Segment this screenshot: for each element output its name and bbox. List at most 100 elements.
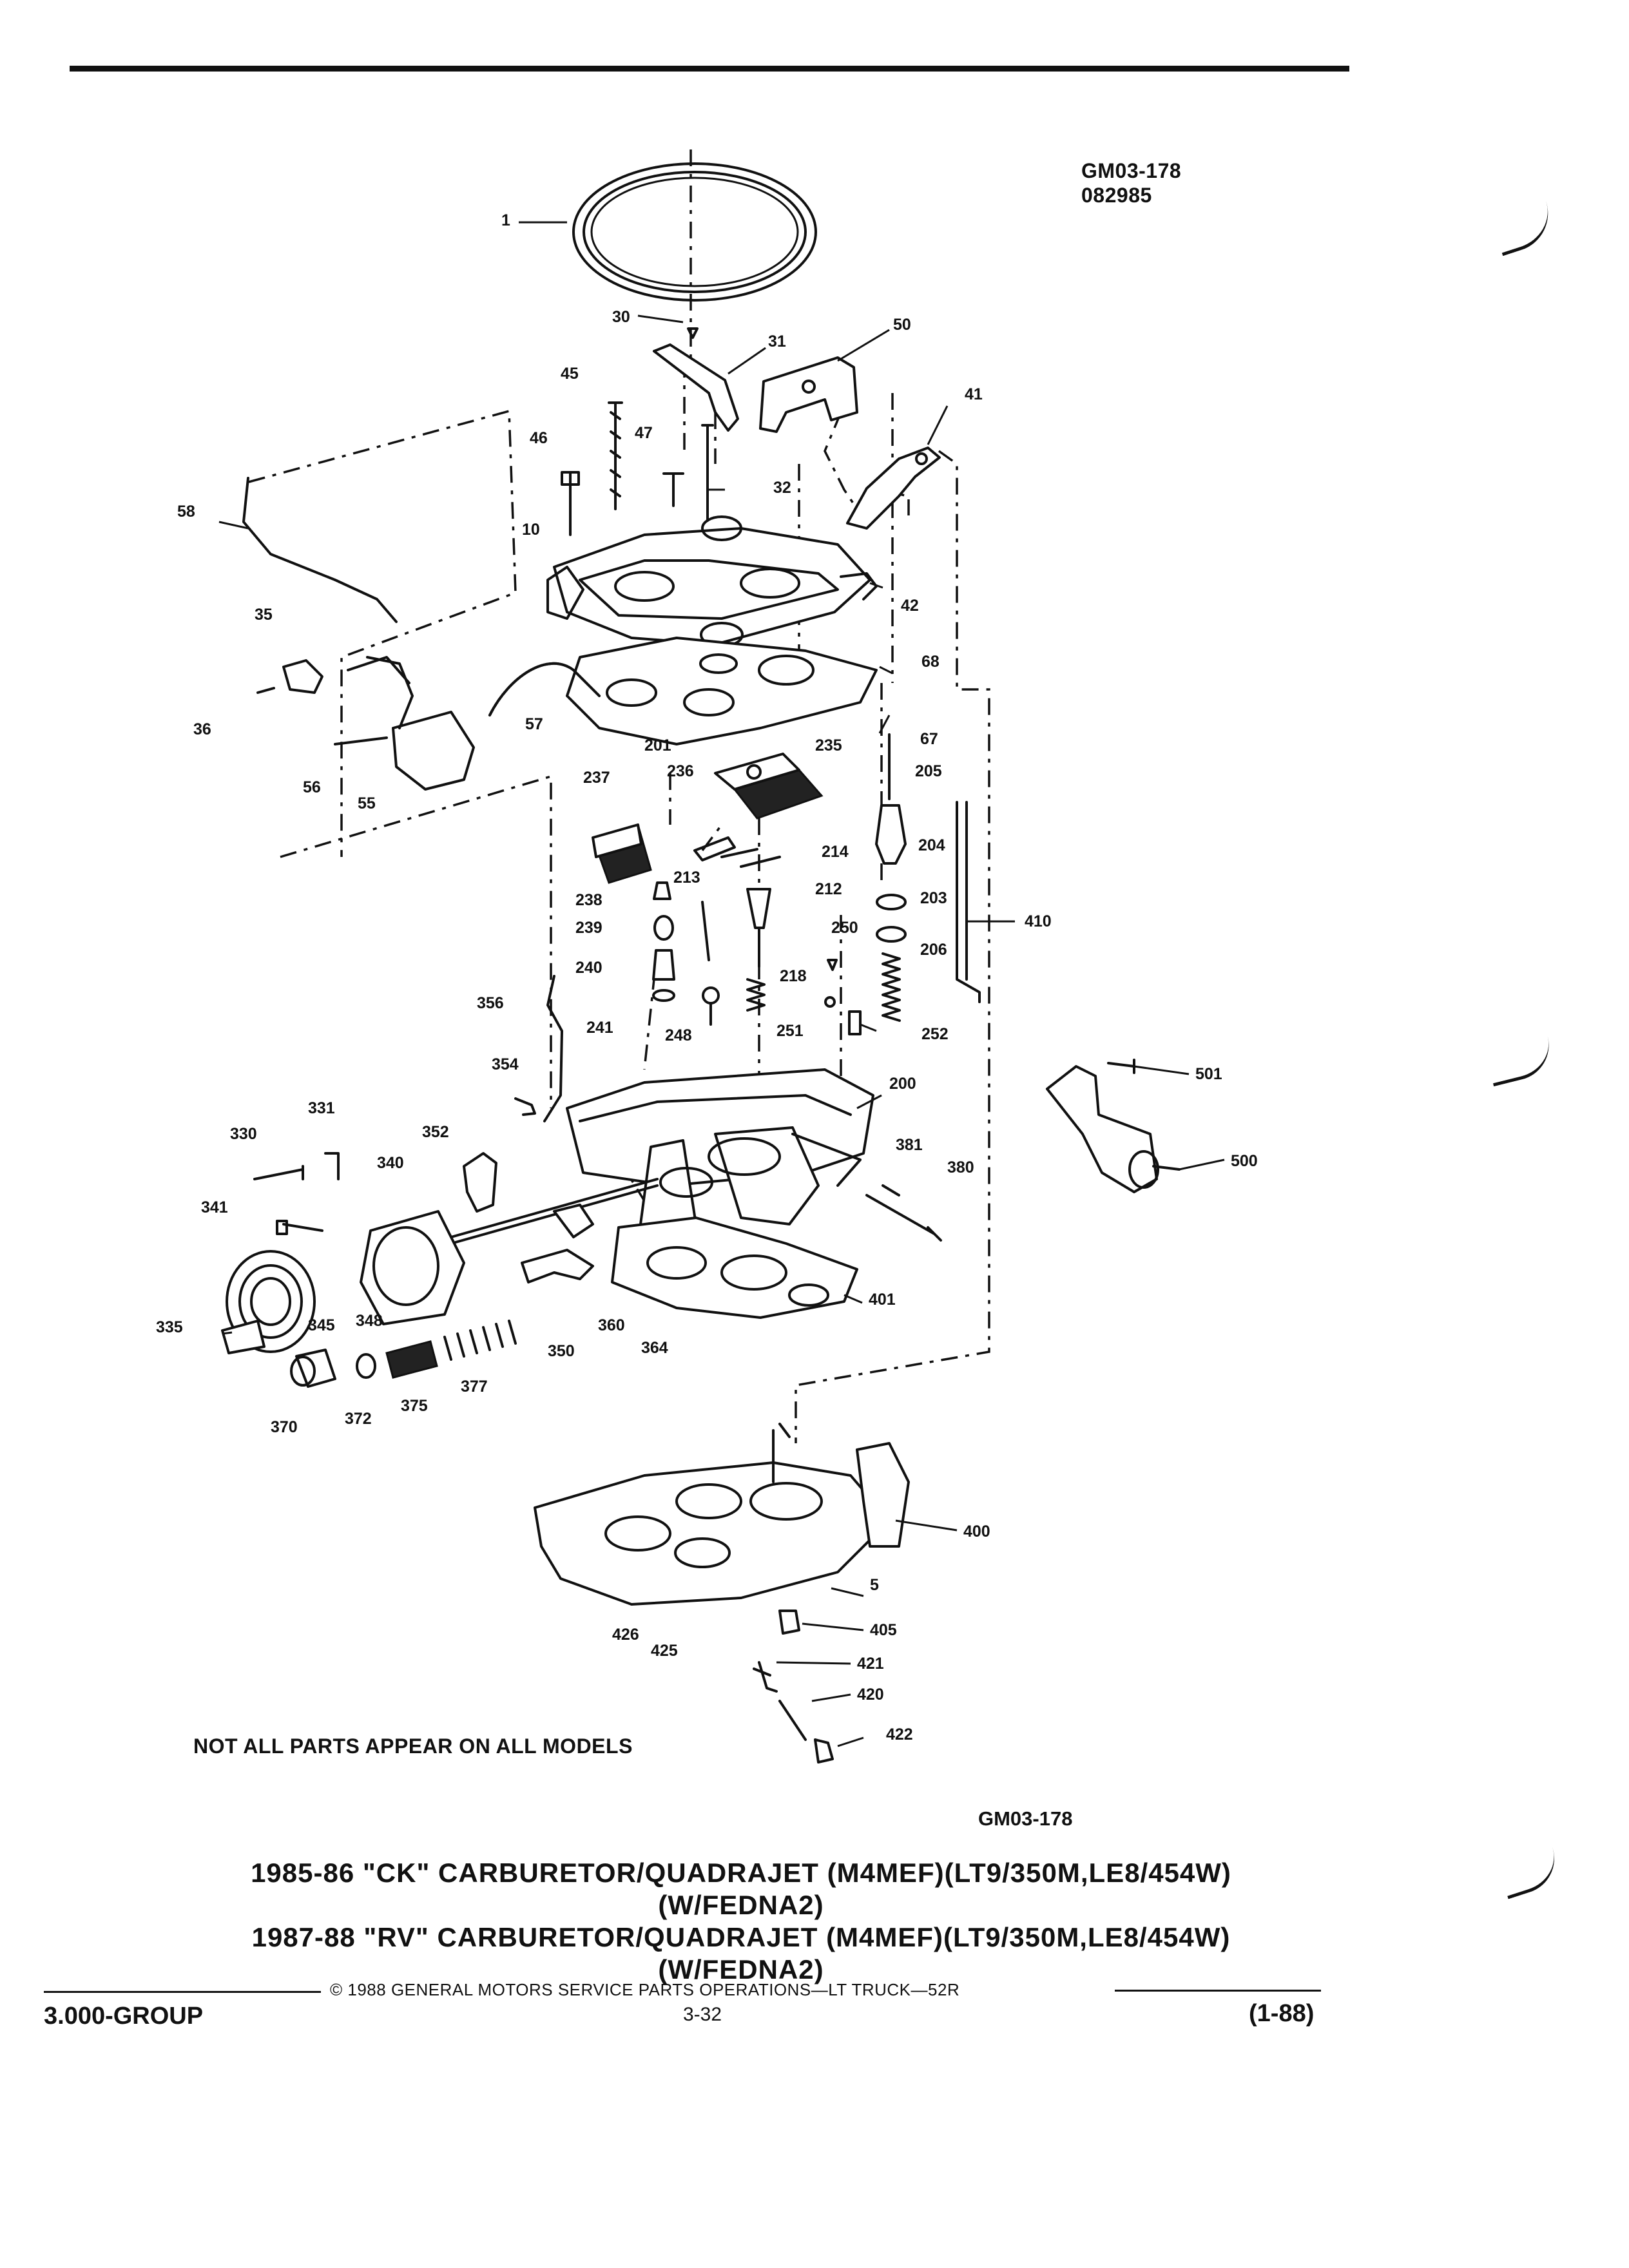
part-500-solenoid (1046, 1065, 1181, 1193)
callout: 405 (870, 1621, 897, 1639)
part-206-spring (882, 952, 901, 1022)
part-375-filter (385, 1340, 438, 1379)
figure-id-bottom: GM03-178 (978, 1807, 1073, 1830)
callout: 354 (492, 1055, 519, 1073)
callout: 46 (530, 429, 548, 447)
callout: 204 (918, 836, 945, 854)
callout: 425 (651, 1642, 678, 1660)
part-236-clip (693, 836, 736, 861)
callout: 30 (612, 308, 630, 326)
callout: 203 (920, 889, 947, 907)
callout: 50 (893, 316, 911, 334)
part-501-screw (1107, 1059, 1135, 1074)
callout: 56 (303, 778, 321, 796)
callout: 356 (477, 994, 504, 1012)
callout: 248 (665, 1026, 692, 1044)
part-377-spring (443, 1320, 517, 1361)
callout: 47 (635, 424, 653, 442)
callout: 68 (921, 653, 940, 671)
callout: 55 (358, 794, 376, 812)
title-line-1: 1985-86 "CK" CARBURETOR/QUADRAJET (M4MEF… (251, 1858, 1231, 1888)
callout: 241 (586, 1019, 613, 1037)
title-line-2: (W/FEDNA2) (658, 1890, 824, 1920)
part-35-36-bracket (256, 659, 323, 694)
callout: 206 (920, 941, 947, 959)
part-405-screw (778, 1610, 800, 1635)
callout: 57 (525, 715, 543, 733)
part-352-lever (463, 1152, 497, 1213)
top-rule (70, 66, 1349, 72)
callout: 201 (644, 736, 671, 754)
callout: 335 (156, 1318, 183, 1336)
callout: 400 (963, 1523, 990, 1541)
callout: 381 (896, 1136, 923, 1154)
part-401-gasket (611, 1216, 858, 1319)
callout: 42 (901, 597, 919, 615)
part-205-needle-seat (875, 733, 907, 865)
part-57-hose (488, 662, 601, 716)
callout: 32 (773, 479, 791, 497)
callout: 331 (308, 1099, 335, 1117)
callout: 212 (815, 880, 842, 898)
part-10-air-horn (546, 515, 878, 648)
figure-id: GM03-178 (1081, 159, 1182, 182)
callout: 352 (422, 1123, 449, 1141)
throttle-shaft (450, 1178, 659, 1245)
callout: 237 (583, 769, 610, 787)
part-340-choke-housing (360, 1210, 465, 1325)
callout: 58 (177, 503, 195, 521)
callout: 372 (345, 1410, 372, 1428)
callout: 350 (548, 1342, 575, 1360)
callout: 251 (776, 1022, 804, 1040)
footer-rule-left (44, 1991, 321, 1993)
title-line-3: 1987-88 "RV" CARBURETOR/QUADRAJET (M4MEF… (251, 1922, 1231, 1952)
callout: 5 (870, 1576, 879, 1594)
revision-date: (1-88) (1249, 2000, 1315, 2027)
callout: 31 (768, 332, 786, 351)
callout: 10 (522, 521, 540, 539)
callout: 426 (612, 1626, 639, 1644)
callout: 420 (857, 1686, 884, 1704)
callout: 377 (461, 1378, 488, 1396)
part-237-solenoid (592, 823, 652, 884)
callout: 250 (831, 919, 858, 937)
callout: 41 (965, 385, 983, 403)
callout: 360 (598, 1316, 625, 1334)
callout: 67 (920, 730, 938, 748)
part-410-rod (956, 801, 981, 1003)
callout: 370 (271, 1418, 298, 1436)
callout: 422 (886, 1725, 913, 1744)
screws-upper (561, 327, 714, 536)
part-58-rod (242, 477, 398, 623)
part-350-lever (521, 1204, 594, 1283)
callout: 239 (575, 919, 602, 937)
part-201-gasket (566, 637, 878, 745)
page-number: 3-32 (683, 2004, 722, 2025)
figure-code: 082985 (1081, 184, 1152, 207)
part-235-block (714, 753, 824, 820)
callout: 421 (857, 1655, 884, 1673)
part-55-pull-off (334, 656, 475, 791)
part-354-clip (514, 1097, 536, 1116)
part-356-rod (543, 975, 563, 1122)
callout: 252 (921, 1025, 949, 1043)
part-420-421-422-idle-screw (753, 1661, 834, 1763)
part-204-203-washers (876, 894, 907, 943)
callout: 500 (1231, 1152, 1258, 1170)
callout: 35 (255, 606, 273, 624)
callout: 348 (356, 1312, 383, 1330)
part-400-throttle-body (534, 1423, 910, 1606)
part-1-gasket-ring (572, 162, 817, 302)
callout: 501 (1195, 1065, 1222, 1083)
callout: 213 (673, 869, 700, 887)
callout: 345 (308, 1316, 335, 1334)
part-335-choke-cap (221, 1250, 316, 1354)
part-372-washer (356, 1353, 376, 1379)
callout: 214 (822, 843, 849, 861)
callout: 236 (667, 762, 694, 780)
callout: 375 (401, 1397, 428, 1415)
callout: 340 (377, 1154, 404, 1172)
callout: 45 (561, 365, 579, 383)
leader-lines (218, 221, 1225, 1747)
